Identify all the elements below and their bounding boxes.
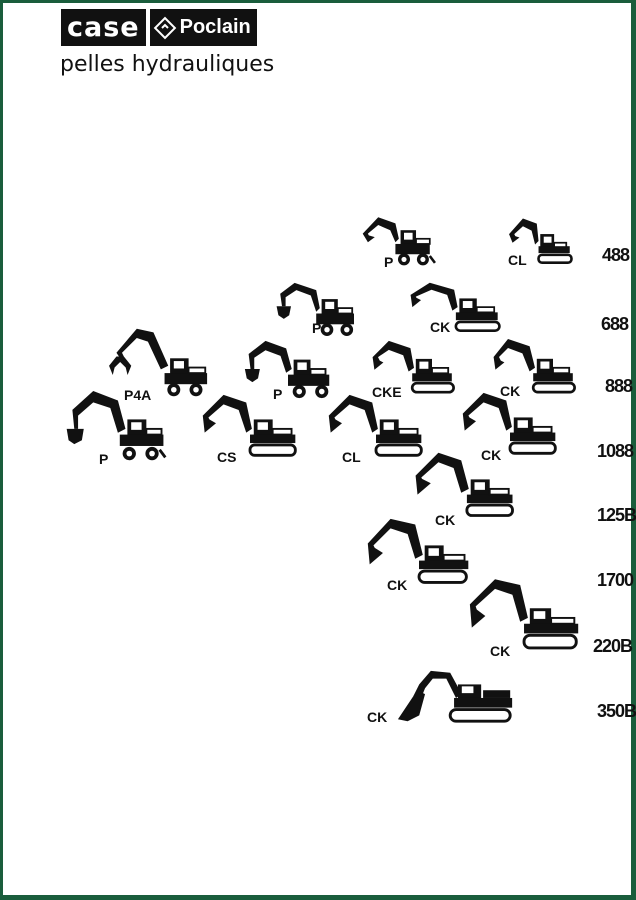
- machine-label-888-p4a: P4A: [124, 387, 152, 403]
- model-number-220b: 220B: [593, 636, 633, 656]
- excavator-888-p4a: [103, 325, 215, 404]
- machine-label-350b-ck: CK: [367, 709, 388, 725]
- machine-label-488-cl: CL: [508, 252, 527, 268]
- excavator-1088-cs: [199, 391, 301, 468]
- wheel-excavator-icon: [362, 217, 436, 266]
- machine-label-1088-p: P: [99, 451, 109, 467]
- excavator-488-p: [361, 213, 447, 273]
- machine-label-488-p: P: [384, 254, 394, 270]
- machine-label-1088-cl: CL: [342, 449, 361, 465]
- excavator-688-ck: [407, 281, 503, 340]
- model-number-488: 488: [602, 245, 630, 265]
- excavator-888-cke: [369, 337, 459, 402]
- wheel-excavator-grapple-icon: [109, 328, 208, 397]
- poclain-logo: Poclain: [149, 9, 257, 46]
- excavator-888-p: [239, 339, 337, 404]
- brand-logo: case Poclain: [61, 9, 257, 46]
- tracked-excavator-icon: [469, 579, 579, 650]
- page-subtitle: pelles hydrauliques: [60, 52, 275, 77]
- wheel-excavator-clamshell-icon: [276, 282, 354, 336]
- machine-label-888-ck: CK: [500, 383, 521, 399]
- machine-label-688-p: P: [312, 320, 322, 336]
- model-number-1088: 1088: [597, 441, 634, 461]
- tracked-excavator-icon: [410, 282, 501, 332]
- tracked-excavator-icon: [493, 339, 576, 394]
- tracked-excavator-icon: [202, 394, 297, 457]
- front-shovel-excavator-icon: [397, 670, 513, 723]
- machine-label-125b-ck: CK: [435, 512, 456, 528]
- poclain-wordmark: Poclain: [179, 16, 251, 38]
- model-number-888: 888: [605, 376, 633, 396]
- machine-label-1088-ck: CK: [481, 447, 502, 463]
- machine-label-688-ck: CK: [430, 319, 451, 335]
- machine-label-220b-ck: CK: [490, 643, 511, 659]
- excavator-1088-p: [61, 389, 171, 470]
- tracked-excavator-icon: [328, 394, 423, 457]
- poclain-emblem-icon: [153, 16, 176, 39]
- excavator-125b-ck: [411, 449, 519, 530]
- machine-label-888-cke: CKE: [372, 384, 402, 400]
- machine-label-888-p: P: [273, 386, 283, 402]
- machine-label-1088-cs: CS: [217, 449, 237, 465]
- model-number-350b: 350B: [597, 701, 636, 721]
- catalog-page: case Poclain pelles hydrauliques P: [3, 3, 636, 895]
- excavator-1088-ck: [459, 389, 561, 466]
- wheel-excavator-clamshell-icon: [244, 340, 330, 399]
- excavator-888-ck: [490, 335, 580, 402]
- excavator-488-cl: [507, 215, 577, 272]
- model-number-1700: 1700: [597, 570, 634, 590]
- excavator-350b-ck: [394, 667, 518, 732]
- excavator-688-p: [273, 281, 363, 342]
- excavator-1088-cl: [325, 391, 427, 468]
- machine-label-1700-ck: CK: [387, 577, 408, 593]
- excavator-220b-ck: [466, 575, 584, 662]
- model-number-125b: 125B: [597, 505, 636, 525]
- case-logo: case: [61, 9, 146, 46]
- tracked-excavator-icon: [367, 518, 469, 584]
- tracked-excavator-icon: [462, 392, 557, 455]
- model-number-688: 688: [601, 314, 629, 334]
- tracked-excavator-icon: [509, 218, 573, 264]
- excavator-1700-ck: [364, 515, 474, 596]
- wheel-excavator-clamshell-icon: [66, 390, 167, 461]
- tracked-excavator-icon: [372, 340, 455, 394]
- tracked-excavator-icon: [415, 452, 514, 517]
